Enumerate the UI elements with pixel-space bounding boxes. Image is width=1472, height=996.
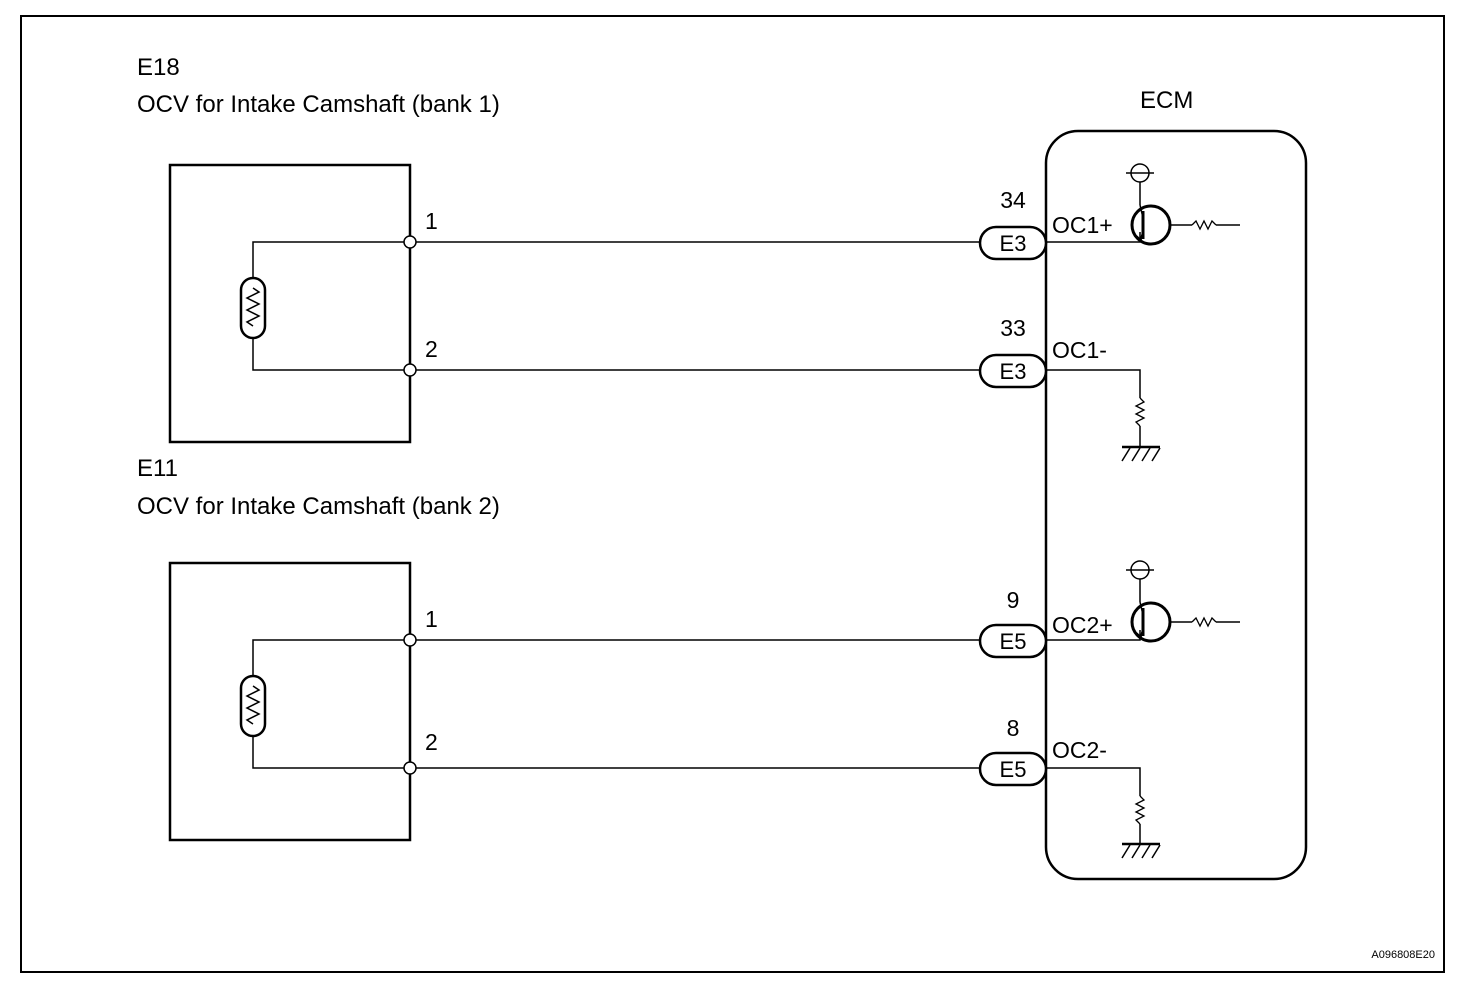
power-supply-icon [1126, 163, 1154, 183]
ecm-pin-8: 8 [1007, 715, 1020, 741]
component-name-e11: OCV for Intake Camshaft (bank 2) [137, 493, 500, 520]
ocv-bank2-pin-1: 1 [425, 606, 438, 632]
signal-oc2-minus: OC2- [1052, 737, 1107, 763]
ocv-bank1-pin-2: 2 [425, 336, 438, 362]
resistor-icon [1134, 795, 1146, 844]
transistor-icon [1130, 579, 1240, 643]
solenoid-coil-icon [239, 241, 410, 371]
connector-e5-9: E5 [978, 623, 1048, 659]
connector-e3-33: E3 [978, 353, 1048, 389]
ecm-internal-wire [1046, 767, 1141, 796]
transistor-icon [1130, 182, 1240, 246]
svg-text:E3: E3 [1000, 359, 1027, 384]
svg-text:E5: E5 [1000, 629, 1027, 654]
connector-e5-8: E5 [978, 751, 1048, 787]
resistor-icon [1134, 397, 1146, 447]
terminal-dot [403, 363, 417, 377]
ocv-bank1-box [168, 163, 412, 444]
terminal-dot [403, 235, 417, 249]
document-id: A096808E20 [1371, 949, 1435, 961]
ecm-pin-34: 34 [1000, 187, 1026, 213]
signal-oc2-plus: OC2+ [1052, 612, 1113, 638]
diagram-frame [20, 15, 1445, 973]
ocv-bank2-pin-2: 2 [425, 729, 438, 755]
signal-oc1-minus: OC1- [1052, 337, 1107, 363]
ground-icon [1121, 445, 1161, 462]
ecm-pin-9: 9 [1007, 587, 1020, 613]
ground-icon [1121, 842, 1161, 859]
ecm-box [1044, 129, 1308, 881]
ocv-bank2-box [168, 561, 412, 842]
signal-oc1-plus: OC1+ [1052, 212, 1113, 238]
terminal-dot [403, 761, 417, 775]
connector-e3-34: E3 [978, 225, 1048, 261]
component-name-e18: OCV for Intake Camshaft (bank 1) [137, 91, 500, 118]
terminal-dot [403, 633, 417, 647]
component-code-e11: E11 [137, 455, 178, 482]
ecm-title: ECM [1140, 87, 1193, 114]
svg-text:E5: E5 [1000, 757, 1027, 782]
ecm-internal-wire [1046, 369, 1141, 398]
ecm-internal-wire [1046, 630, 1141, 641]
ocv-bank1-pin-1: 1 [425, 208, 438, 234]
ecm-pin-33: 33 [1000, 315, 1026, 341]
component-code-e18: E18 [137, 54, 180, 81]
solenoid-coil-icon [239, 639, 410, 769]
power-supply-icon [1126, 560, 1154, 580]
svg-text:E3: E3 [1000, 231, 1027, 256]
